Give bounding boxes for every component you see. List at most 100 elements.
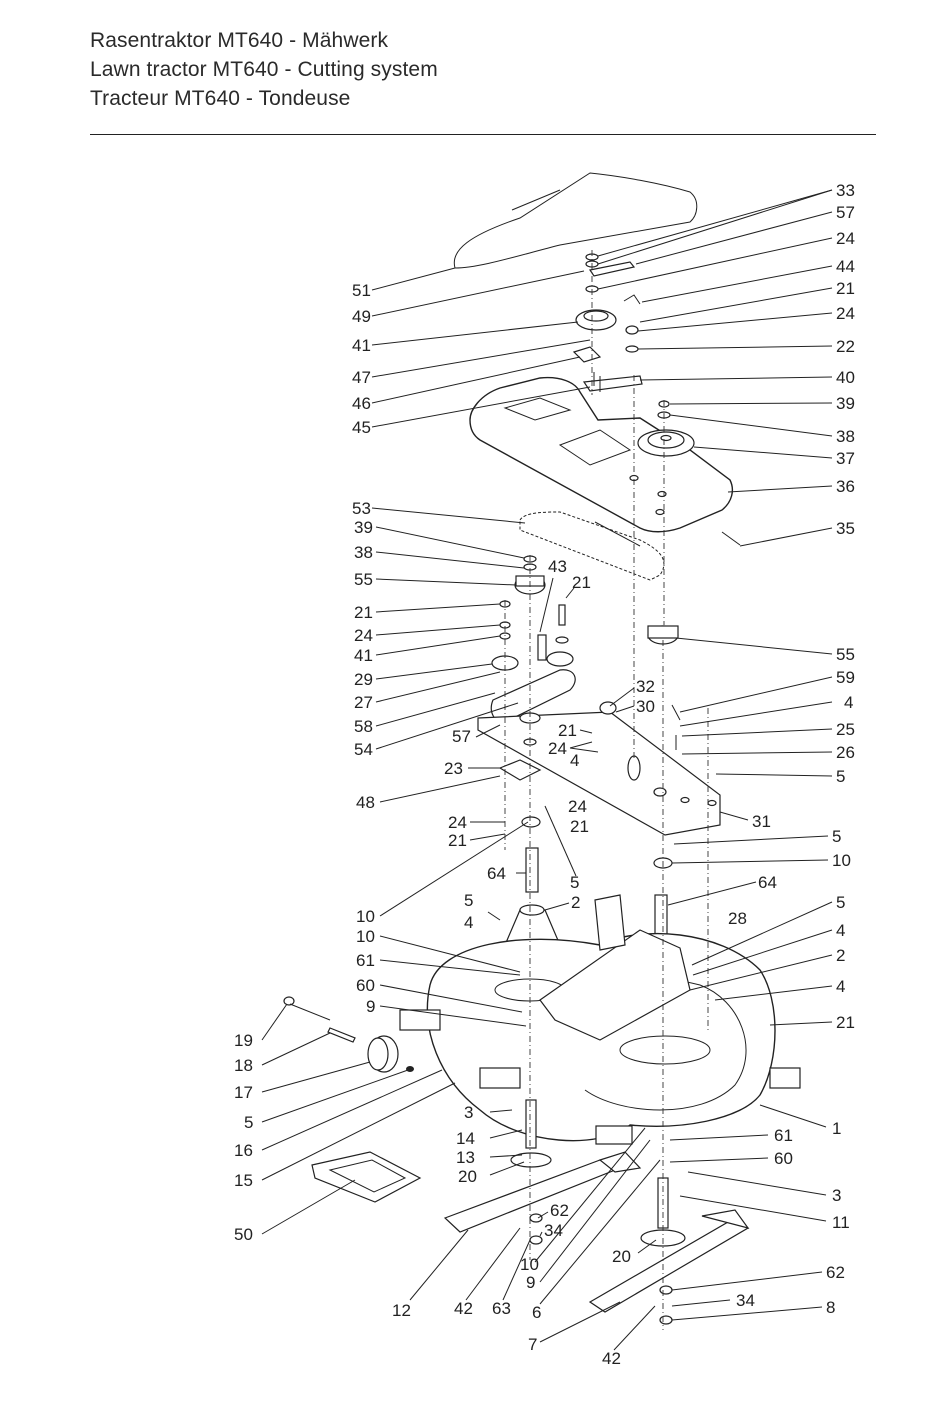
callout-55: 55: [354, 570, 373, 589]
callout-24: 24: [548, 739, 567, 758]
page-header: Rasentraktor MT640 - Mähwerk Lawn tracto…: [90, 26, 438, 113]
callout-labels: 33 57 24 44 21 24 22 40 39 38 37 36 35 5…: [234, 181, 855, 1368]
callout-40: 40: [836, 368, 855, 387]
callout-13: 13: [456, 1148, 475, 1167]
callout-20: 20: [612, 1247, 631, 1266]
callout-29: 29: [354, 670, 373, 689]
callout-24: 24: [568, 797, 587, 816]
callout-21: 21: [558, 721, 577, 740]
callout-14: 14: [456, 1129, 475, 1148]
callout-43: 43: [548, 557, 567, 576]
callout-60: 60: [356, 976, 375, 995]
header-divider: [90, 134, 876, 135]
tensioner-assembly: [572, 253, 643, 392]
callout-11: 11: [832, 1213, 850, 1232]
callout-54: 54: [354, 740, 373, 759]
callout-62: 62: [826, 1263, 845, 1282]
callout-64: 64: [487, 864, 506, 883]
callout-9: 9: [526, 1273, 535, 1292]
callout-22: 22: [836, 337, 855, 356]
callout-15: 15: [234, 1171, 253, 1190]
callout-16: 16: [234, 1141, 253, 1160]
callout-2: 2: [571, 893, 580, 912]
callout-8: 8: [826, 1298, 835, 1317]
callout-55: 55: [836, 645, 855, 664]
callout-37: 37: [836, 449, 855, 468]
callout-33: 33: [836, 181, 855, 200]
callout-21: 21: [354, 603, 373, 622]
title-french: Tracteur MT640 - Tondeuse: [90, 87, 351, 110]
callout-5: 5: [464, 891, 473, 910]
callout-49: 49: [352, 307, 371, 326]
callout-2: 2: [836, 946, 845, 965]
callout-30: 30: [636, 697, 655, 716]
callout-17: 17: [234, 1083, 253, 1102]
callout-7: 7: [528, 1335, 537, 1354]
callout-57: 57: [452, 727, 471, 746]
callout-25: 25: [836, 720, 855, 739]
callout-51: 51: [352, 281, 371, 300]
callout-24: 24: [354, 626, 373, 645]
callout-5: 5: [836, 767, 845, 786]
title-english: Lawn tractor MT640 - Cutting system: [90, 58, 438, 81]
callout-48: 48: [356, 793, 375, 812]
callout-4: 4: [844, 693, 853, 712]
lift-frame-50: [311, 1151, 422, 1203]
callout-5: 5: [832, 827, 841, 846]
callout-60: 60: [774, 1149, 793, 1168]
callout-4: 4: [836, 921, 845, 940]
callout-59: 59: [836, 668, 855, 687]
belt-cover-51: [453, 172, 698, 269]
callout-61: 61: [774, 1126, 793, 1145]
callout-5: 5: [836, 893, 845, 912]
callout-34: 34: [544, 1221, 563, 1240]
callout-10: 10: [356, 927, 375, 946]
leader-lines: [261, 189, 833, 1351]
callout-10: 10: [356, 907, 375, 926]
callout-39: 39: [354, 518, 373, 537]
callout-26: 26: [836, 743, 855, 762]
callout-4: 4: [570, 751, 579, 770]
idler-pulleys: [491, 555, 679, 671]
callout-12: 12: [392, 1301, 411, 1320]
callout-1: 1: [832, 1119, 841, 1138]
callout-21: 21: [448, 831, 467, 850]
callout-31: 31: [752, 812, 771, 831]
callout-36: 36: [836, 477, 855, 496]
callout-10: 10: [832, 851, 851, 870]
callout-38: 38: [836, 427, 855, 446]
callout-24: 24: [836, 304, 855, 323]
callout-5: 5: [570, 873, 579, 892]
callout-4: 4: [464, 913, 473, 932]
callout-61: 61: [356, 951, 375, 970]
callout-39: 39: [836, 394, 855, 413]
callout-50: 50: [234, 1225, 253, 1244]
callout-9: 9: [366, 997, 375, 1016]
callout-42: 42: [602, 1349, 621, 1368]
callout-46: 46: [352, 394, 371, 413]
callout-35: 35: [836, 519, 855, 538]
callout-45: 45: [352, 418, 371, 437]
callout-28: 28: [728, 909, 747, 928]
callout-32: 32: [636, 677, 655, 696]
callout-57: 57: [836, 203, 855, 222]
callout-20: 20: [458, 1167, 477, 1186]
callout-18: 18: [234, 1056, 253, 1075]
drive-belt-53: [519, 511, 665, 581]
callout-53: 53: [352, 499, 371, 518]
callout-41: 41: [352, 336, 371, 355]
mower-deck-1: [399, 894, 801, 1145]
assembly-axes: [504, 250, 709, 1330]
callout-34: 34: [736, 1291, 755, 1310]
callout-19: 19: [234, 1031, 253, 1050]
callout-42: 42: [454, 1299, 473, 1318]
callout-63: 63: [492, 1299, 511, 1318]
callout-3: 3: [464, 1103, 473, 1122]
callout-24: 24: [448, 813, 467, 832]
callout-58: 58: [354, 717, 373, 736]
callout-23: 23: [444, 759, 463, 778]
callout-21: 21: [836, 1013, 855, 1032]
callout-3: 3: [832, 1186, 841, 1205]
idler-arm-plate: [477, 669, 721, 836]
callout-4: 4: [836, 977, 845, 996]
